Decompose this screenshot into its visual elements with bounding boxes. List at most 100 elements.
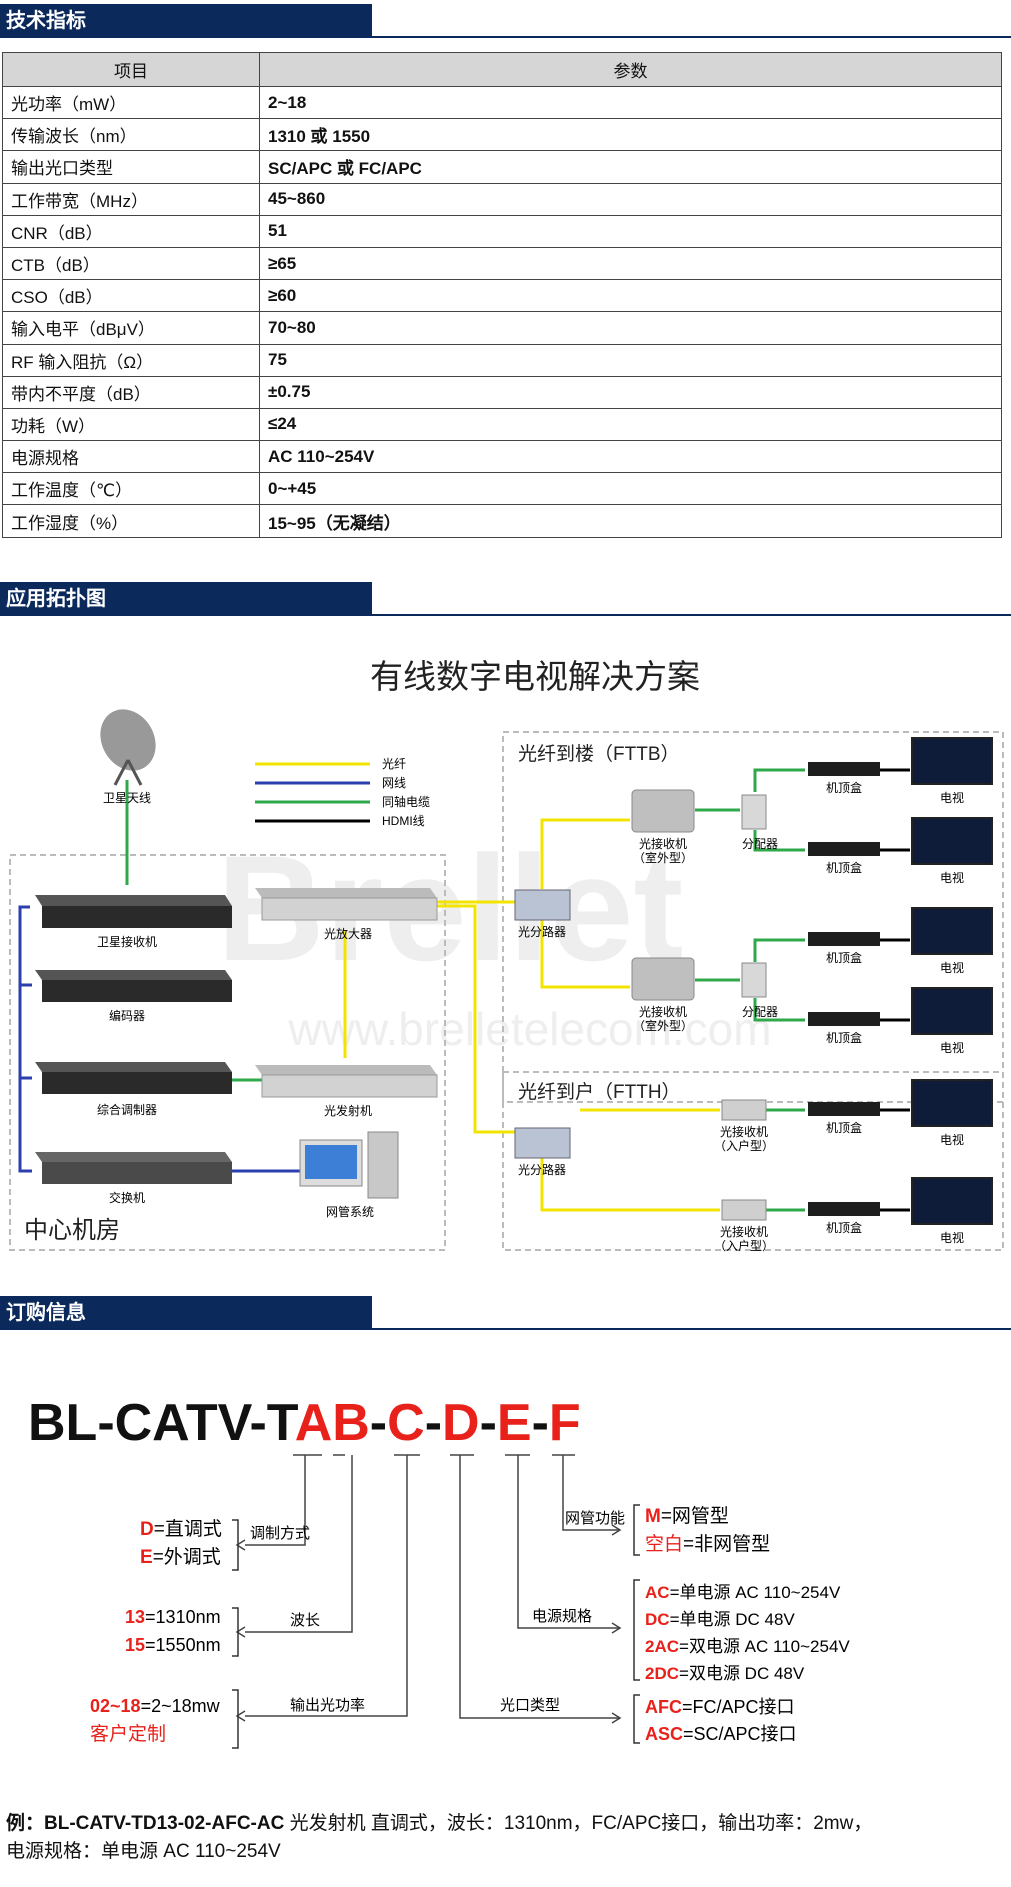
spec-value-cell: 45~860 — [259, 182, 1002, 216]
label-home-rx-1: 光接收机 — [720, 1124, 768, 1139]
label-distributor-2: 分配器 — [742, 1005, 778, 1019]
spec-value-cell: 51 — [259, 214, 1002, 248]
section-rule — [0, 1328, 1011, 1330]
section-header-specs: 技术指标 — [0, 4, 372, 38]
option-wavelength-15: 15=1550nm — [125, 1635, 221, 1655]
label-tv-4: 电视 — [940, 1040, 964, 1055]
table-row: CNR（dB）51 — [2, 214, 1002, 248]
label-stb-2: 机顶盒 — [826, 860, 862, 875]
example-text: 光发射机 直调式，波长：1310nm，FC/APC接口，输出功率：2mw， — [284, 1813, 873, 1834]
spec-item-cell: 电源规格 — [2, 440, 260, 474]
label-satellite-antenna: 卫星天线 — [103, 791, 151, 805]
ordering-diagram: BL-CATV-TAB-C-D-E-F 调制方式 波长 输出光功率 光口类型 电… — [0, 1350, 1011, 1887]
option-nms-m: M=网管型 — [645, 1505, 729, 1527]
option-port-afc: AFC=FC/APC接口 — [645, 1697, 795, 1717]
tv-icon — [911, 737, 993, 1225]
topology-diagram: Brellet www.brelletelecom.com 有线数字电视解决方案… — [0, 640, 1011, 1260]
option-power-custom: 客户定制 — [90, 1723, 166, 1745]
label-distributor-1: 分配器 — [742, 837, 778, 851]
spec-value-cell: 75 — [259, 343, 1002, 377]
spec-item-cell: 工作湿度（%） — [2, 504, 260, 538]
legend-label-network: 网线 — [382, 776, 406, 790]
optical-splitter-icon — [514, 889, 571, 1159]
label-amplifier: 光放大器 — [324, 926, 372, 941]
fttb-label: 光纤到楼（FTTB） — [518, 743, 680, 765]
spec-item-cell: CSO（dB） — [2, 279, 260, 313]
table-row: 功耗（W）≤24 — [2, 407, 1002, 442]
model-part-c: C — [387, 1394, 425, 1452]
center-room-box — [9, 854, 446, 1251]
switch-icon — [35, 1152, 232, 1184]
legend-label-fiber: 光纤 — [382, 757, 406, 771]
label-stb-1: 机顶盒 — [826, 780, 862, 795]
spec-item-cell: 光功率（mW） — [2, 85, 260, 120]
option-supply-dc: DC=单电源 DC 48V — [645, 1610, 795, 1629]
ftth-box — [502, 1071, 1004, 1251]
group-label-modulation: 调制方式 — [250, 1525, 310, 1542]
section-rule — [0, 36, 1011, 38]
section-header-ordering: 订购信息 — [0, 1296, 372, 1330]
spec-value-cell: SC/APC 或 FC/APC — [259, 150, 1002, 184]
spec-value-cell: ≥65 — [259, 246, 1002, 281]
option-modulation-e: E=外调式 — [140, 1546, 221, 1568]
model-code: BL-CATV-TAB-C-D-E-F — [28, 1394, 581, 1452]
spec-item-cell: CNR（dB） — [2, 214, 260, 248]
encoder-icon — [35, 970, 232, 1002]
distributor-icon — [741, 794, 767, 998]
model-part-d: D — [442, 1394, 480, 1452]
center-room-label: 中心机房 — [24, 1217, 120, 1244]
model-part-ab: AB — [295, 1394, 370, 1452]
option-nms-blank: 空白=非网管型 — [645, 1533, 770, 1555]
spec-value-cell: ≤24 — [259, 407, 1002, 442]
model-prefix: BL-CATV-T — [28, 1394, 299, 1452]
label-tv-2: 电视 — [940, 870, 964, 885]
order-example: 例：BL-CATV-TD13-02-AFC-AC 光发射机 直调式，波长：131… — [6, 1810, 1006, 1866]
label-stb-5: 机顶盒 — [826, 1120, 862, 1135]
model-part-f: F — [549, 1394, 581, 1452]
label-splitter-1: 光分路器 — [518, 924, 566, 939]
label-stb-6: 机顶盒 — [826, 1220, 862, 1235]
model-part-e: E — [497, 1394, 532, 1452]
spec-item-cell: 输入电平（dBμV） — [2, 311, 260, 345]
model-separator: - — [532, 1394, 549, 1452]
amplifier-icon — [255, 888, 438, 921]
order-example-line2: 电源规格：单电源 AC 110~254V — [6, 1841, 281, 1862]
table-row: 带内不平度（dB）±0.75 — [2, 375, 1002, 409]
spec-header-item: 项目 — [2, 52, 260, 87]
nms-computer-icon — [299, 1131, 399, 1199]
diagram-title: 有线数字电视解决方案 — [370, 658, 700, 695]
label-stb-3: 机顶盒 — [826, 950, 862, 965]
spec-table-header-row: 项目 参数 — [2, 52, 1002, 87]
table-row: 输入电平（dBμV）70~80 — [2, 311, 1002, 345]
option-supply-2ac: 2AC=双电源 AC 110~254V — [645, 1637, 850, 1656]
section-header-topology: 应用拓扑图 — [0, 582, 372, 616]
spec-item-cell: 传输波长（nm） — [2, 118, 260, 152]
option-supply-2dc: 2DC=双电源 DC 48V — [645, 1664, 805, 1683]
label-modulator: 综合调制器 — [97, 1102, 157, 1117]
order-example-line1: 例：BL-CATV-TD13-02-AFC-AC 光发射机 直调式，波长：131… — [6, 1810, 1006, 1838]
example-model: BL-CATV-TD13-02-AFC-AC — [44, 1813, 285, 1834]
outdoor-receiver-icon — [631, 789, 695, 1001]
legend: 光纤 网线 同轴电缆 HDMI线 — [255, 757, 430, 828]
group-label-wavelength: 波长 — [290, 1612, 320, 1629]
leader-lines — [235, 1454, 622, 1724]
option-port-asc: ASC=SC/APC接口 — [645, 1724, 797, 1744]
spec-item-cell: 工作温度（℃） — [2, 472, 260, 506]
spec-value-cell: 2~18 — [259, 85, 1002, 120]
spec-item-cell: 功耗（W） — [2, 407, 260, 442]
label-home-rx-sub-1: （入户型） — [714, 1138, 774, 1153]
legend-label-hdmi: HDMI线 — [382, 814, 425, 828]
spec-value-cell: 0~+45 — [259, 472, 1002, 506]
spec-item-cell: CTB（dB） — [2, 246, 260, 281]
label-switch: 交换机 — [109, 1190, 145, 1205]
label-transmitter: 光发射机 — [324, 1103, 372, 1118]
label-encoder: 编码器 — [109, 1008, 145, 1023]
spec-value-cell: AC 110~254V — [259, 440, 1002, 474]
label-outdoor-rx-sub-1: （室外型） — [633, 850, 693, 865]
table-row: CSO（dB）≥60 — [2, 279, 1002, 313]
satellite-antenna-icon — [100, 709, 156, 786]
set-top-box-icon — [808, 762, 880, 1216]
option-modulation-d: D=直调式 — [140, 1518, 222, 1540]
